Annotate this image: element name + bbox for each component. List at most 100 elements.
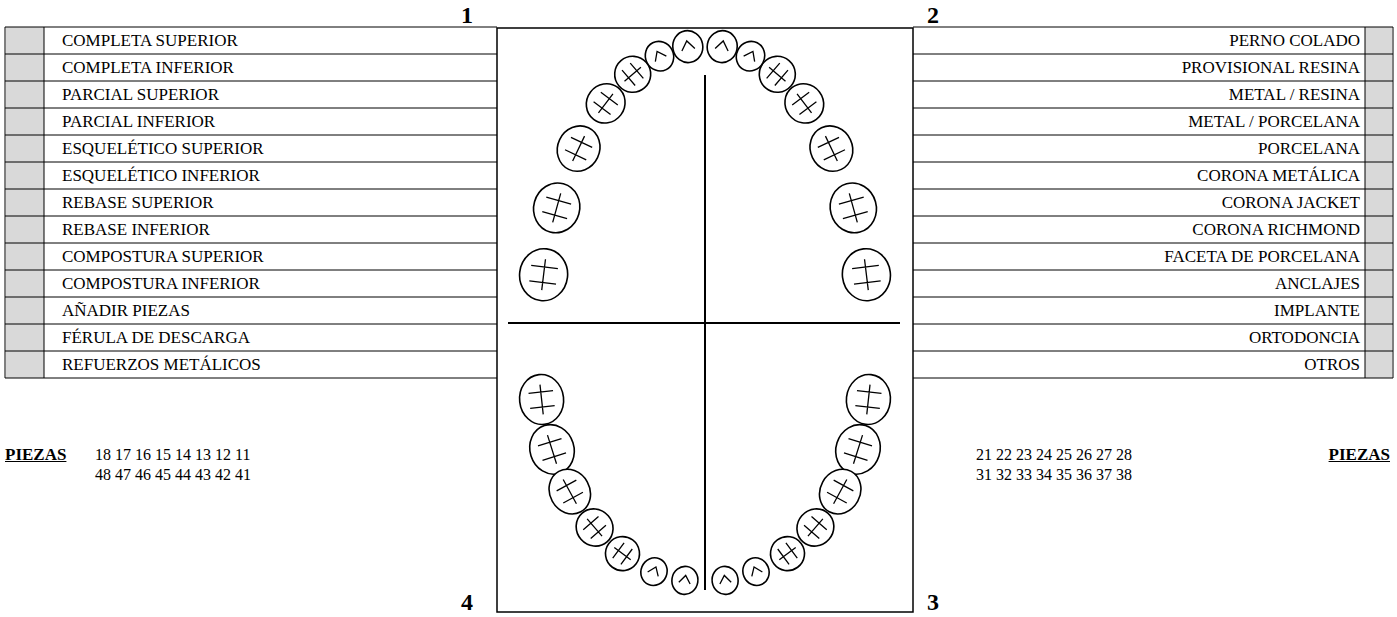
tooth [764,530,812,578]
tooth-fissure [715,40,730,51]
checkbox-cell [6,54,44,81]
table-rule [913,324,1393,325]
tooth-outline [764,530,812,578]
tooth-fissure [680,40,695,51]
tooth-fissure [609,540,637,567]
tooth-fissure [648,565,662,577]
checkbox-cell [6,297,44,324]
tooth-fissure [652,49,667,62]
checkbox-cell [1365,351,1392,378]
table-rule [913,54,1393,55]
tooth-fissure [536,431,569,467]
quadrant-number: 3 [918,589,948,615]
tooth-fissure [842,431,875,467]
tooth-outline [517,372,566,426]
tooth-fissure [824,474,857,509]
table-cell: AÑADIR PIEZAS [50,297,490,324]
checkbox-cell [1365,27,1392,54]
tooth-outline [670,565,700,597]
tooth-fissure [800,512,830,542]
odontogram-frame [497,28,913,612]
tooth [803,119,861,179]
tooth-fissure [774,540,802,567]
checkbox-cell [1365,216,1392,243]
tooth-fissure [855,383,883,415]
occlusal-line [508,322,900,324]
table-rule [5,216,497,217]
table-rule [5,135,497,136]
tooth-fissure [851,258,881,292]
tooth-fissure [528,383,556,415]
checkbox-cell [1365,297,1392,324]
tooth-fissure [744,49,759,62]
checkbox-cell [1365,324,1392,351]
table-rule [5,162,497,163]
checkbox-cell [6,135,44,162]
tooth-outline [839,246,893,303]
tooth [670,565,700,597]
checkbox-cell [6,351,44,378]
tooth-fissure [749,565,763,577]
tooth-outline [803,119,861,179]
table-cell: COMPLETA SUPERIOR [50,27,490,54]
table-rule [5,27,6,378]
tooth-numbers: 21 22 23 24 25 26 27 28 [976,445,1216,465]
table-rule [5,189,497,190]
table-cell: CORONA METÁLICA [918,162,1360,189]
checkbox-cell [1365,162,1392,189]
checkbox-cell [6,243,44,270]
table-cell: ESQUELÉTICO INFERIOR [50,162,490,189]
tooth [599,530,647,578]
table-cell: ESQUELÉTICO SUPERIOR [50,135,490,162]
tooth [705,28,740,65]
tooth-fissure [679,575,692,585]
checkbox-cell [6,108,44,135]
tooth-fissure [618,60,648,89]
tooth-fissure [540,190,573,226]
checkbox-cell [6,216,44,243]
tooth-outline [844,372,893,426]
table-cell: METAL / RESINA [918,81,1360,108]
table-rule [5,351,497,352]
tooth-numbers: 18 17 16 15 14 13 12 11 [95,445,335,465]
table-rule [44,27,45,378]
tooth-numbers: 48 47 46 45 44 43 42 41 [95,465,335,485]
teeth-drawing [517,28,894,596]
table-rule [913,351,1393,352]
table-cell: PARCIAL SUPERIOR [50,81,490,108]
checkbox-cell [1365,54,1392,81]
tooth-fissure [590,87,621,119]
table-rule [913,162,1393,163]
checkbox-cell [6,81,44,108]
table-rule [913,81,1393,82]
tooth-outline [710,565,740,597]
tooth [839,246,893,303]
table-cell: PROVISIONAL RESINA [918,54,1360,81]
table-rule [913,27,1393,28]
table-cell: PERNO COLADO [918,27,1360,54]
tooth-fissure [580,512,610,542]
table-cell: ORTODONCIA [918,324,1360,351]
table-cell: COMPLETA INFERIOR [50,54,490,81]
checkbox-cell [1365,81,1392,108]
quadrant-number: 1 [452,2,482,28]
tooth-outline [528,178,586,238]
tooth-fissure [763,60,793,89]
midline [704,75,706,590]
table-rule [5,243,497,244]
table-cell: FÉRULA DE DESCARGA [50,324,490,351]
table-rule [5,324,497,325]
tooth-outline [739,554,774,590]
table-cell: REBASE INFERIOR [50,216,490,243]
table-rule [5,297,497,298]
checkbox-cell [6,27,44,54]
checkbox-cell [1365,189,1392,216]
table-cell: PARCIAL INFERIOR [50,108,490,135]
tooth [637,554,672,590]
tooth-outline [824,178,882,238]
tooth [550,119,608,179]
table-rule [5,54,497,55]
tooth [528,178,586,238]
tooth-outline [550,119,608,179]
table-cell: PORCELANA [918,135,1360,162]
